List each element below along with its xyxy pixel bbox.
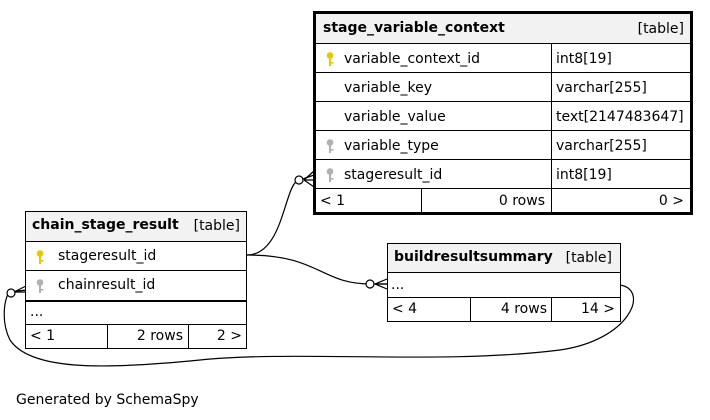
table-header: stage_variable_context [table] xyxy=(316,14,690,44)
table-footer: < 1 0 rows 0 > xyxy=(316,188,690,212)
parents-count: < 4 xyxy=(392,301,418,317)
column-name: variable_context_id xyxy=(344,51,481,67)
table-row[interactable]: stageresult_id xyxy=(26,241,246,271)
generated-by-label: Generated by SchemaSpy xyxy=(16,392,199,408)
table-kind: [table] xyxy=(565,250,612,266)
row-count: 0 rows xyxy=(498,193,545,209)
column-type: varchar[255] xyxy=(556,80,647,96)
table-kind: [table] xyxy=(637,21,684,37)
table-chain-stage-result[interactable]: chain_stage_result [table] stageresult_i… xyxy=(25,211,247,349)
ellipsis: ... xyxy=(30,304,44,320)
relationship-line xyxy=(246,254,387,285)
table-footer: < 4 4 rows 14 > xyxy=(388,297,620,321)
column-name: variable_value xyxy=(344,109,446,125)
more-columns[interactable]: ... xyxy=(388,272,620,297)
index-key-icon xyxy=(35,278,45,298)
column-type: int8[19] xyxy=(556,167,612,183)
column-name: stageresult_id xyxy=(344,167,443,183)
table-row[interactable]: variable_context_id int8[19] xyxy=(316,43,690,73)
more-columns[interactable]: ... xyxy=(26,300,246,324)
parents-count: < 1 xyxy=(320,193,346,209)
row-count: 4 rows xyxy=(500,301,547,317)
table-row[interactable]: chainresult_id xyxy=(26,270,246,300)
parents-count: < 1 xyxy=(30,328,56,344)
table-buildresultsummary[interactable]: buildresultsummary [table] ... < 4 4 row… xyxy=(387,243,621,322)
table-name: stage_variable_context xyxy=(323,20,505,36)
primary-key-icon xyxy=(325,51,335,71)
children-count: 14 > xyxy=(581,301,615,317)
table-row[interactable]: variable_type varchar[255] xyxy=(316,130,690,160)
column-name: variable_type xyxy=(344,138,439,154)
table-kind: [table] xyxy=(193,218,240,234)
children-count: 0 > xyxy=(658,193,684,209)
column-type: varchar[255] xyxy=(556,138,647,154)
column-type: int8[19] xyxy=(556,51,612,67)
index-key-icon xyxy=(325,167,335,187)
column-name: stageresult_id xyxy=(58,248,157,264)
ellipsis: ... xyxy=(391,277,405,293)
index-key-icon xyxy=(325,138,335,158)
table-row[interactable]: variable_value text[2147483647] xyxy=(316,101,690,131)
column-type: text[2147483647] xyxy=(556,109,684,125)
table-name: buildresultsummary xyxy=(394,249,553,265)
relationship-end-circle xyxy=(294,175,304,185)
table-footer: < 1 2 rows 2 > xyxy=(26,324,246,348)
row-count: 2 rows xyxy=(136,328,183,344)
table-stage-variable-context[interactable]: stage_variable_context [table] variable_… xyxy=(313,11,693,215)
column-name: chainresult_id xyxy=(58,277,156,293)
table-header: buildresultsummary [table] xyxy=(388,244,620,272)
relationship-end-circle xyxy=(365,279,375,289)
relationship-line xyxy=(3,284,635,367)
table-name: chain_stage_result xyxy=(32,217,179,233)
table-row[interactable]: stageresult_id int8[19] xyxy=(316,159,690,189)
relationship-line xyxy=(246,174,315,256)
table-header: chain_stage_result [table] xyxy=(26,212,246,241)
table-row[interactable]: variable_key varchar[255] xyxy=(316,72,690,102)
column-name: variable_key xyxy=(344,80,432,96)
relationship-end-circle xyxy=(6,288,16,298)
children-count: 2 > xyxy=(216,328,242,344)
primary-key-icon xyxy=(35,249,45,269)
